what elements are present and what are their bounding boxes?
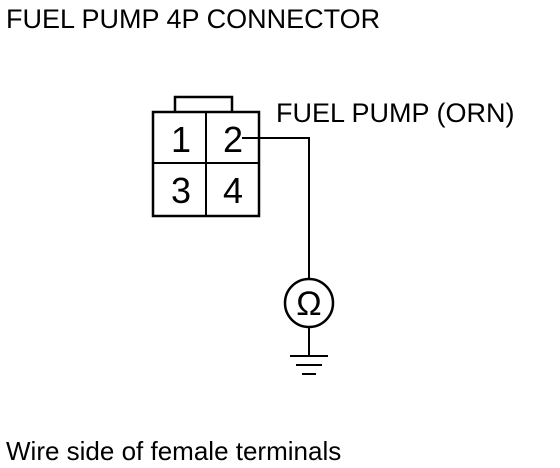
pin-4-label: 4: [223, 170, 243, 211]
pin-1-label: 1: [171, 119, 191, 160]
connector-lock-tab: [173, 95, 234, 112]
pin-3-label: 3: [171, 170, 191, 211]
ground-icon: [290, 355, 328, 375]
diagram-caption: Wire side of female terminals: [6, 436, 341, 466]
wire-label: FUEL PUMP (ORN): [276, 98, 515, 128]
pin-2-label: 2: [223, 119, 243, 160]
ohmmeter-symbol: Ω: [283, 277, 335, 329]
ohm-icon: Ω: [296, 285, 321, 323]
test-lead-wire: [242, 137, 310, 279]
diagram-title: FUEL PUMP 4P CONNECTOR: [6, 4, 380, 34]
fuel-pump-4p-connector: 1 2 3 4: [151, 95, 261, 218]
